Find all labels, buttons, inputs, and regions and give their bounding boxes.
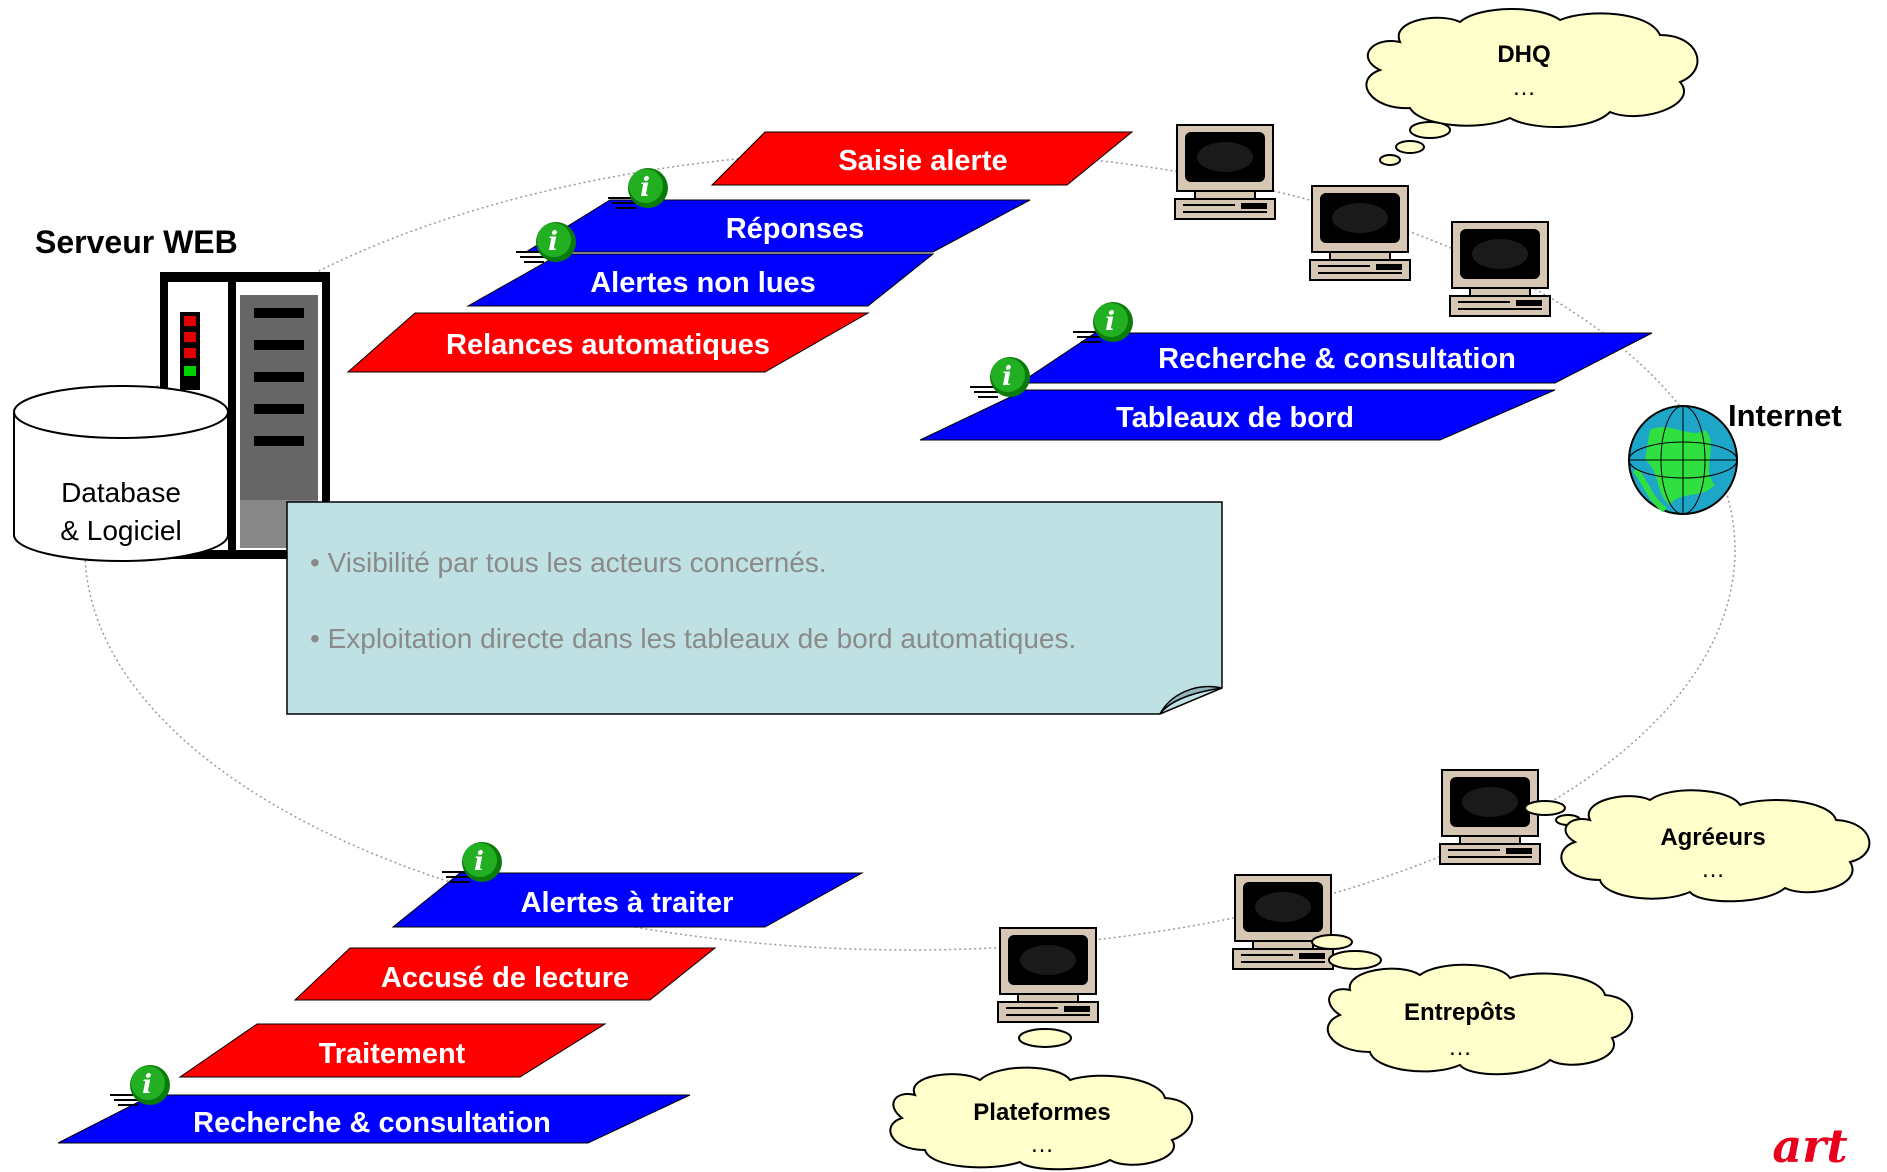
info-icon — [1072, 301, 1134, 343]
bar-alertes-non-lues — [466, 253, 935, 307]
cloud-dhq-title: DHQ — [1497, 41, 1550, 68]
cloud-entrepots-title: Entrepôts — [1404, 999, 1516, 1026]
bar-recherche-right — [1018, 332, 1653, 384]
cloud-agreeurs-dots: … — [1701, 856, 1725, 883]
info-icon — [109, 1064, 171, 1106]
server-title: Serveur WEB — [35, 224, 238, 260]
globe-icon — [1628, 405, 1738, 515]
bar-alertes-a-traiter-label: Alertes à traiter — [521, 887, 734, 919]
bar-relances-label: Relances automatiques — [446, 329, 770, 361]
bar-recherche-bottom — [57, 1094, 691, 1144]
network-ring — [84, 149, 1736, 951]
bar-tableaux-label: Tableaux de bord — [1116, 402, 1354, 434]
computer-icon — [997, 927, 1099, 1023]
bar-relances — [346, 312, 870, 373]
signature-logo: art — [1772, 1119, 1847, 1172]
cloud-plateformes-title: Plateformes — [973, 1099, 1110, 1126]
bar-saisie-alerte — [710, 131, 1134, 186]
cloud-agreeurs-title: Agréeurs — [1660, 824, 1765, 851]
cloud-agreeurs: Agréeurs … — [1524, 789, 1871, 903]
bar-accuse — [293, 947, 717, 1001]
note-box: • Visibilité par tous les acteurs concer… — [286, 501, 1223, 715]
bar-alertes-non-lues-label: Alertes non lues — [590, 267, 816, 299]
server-group: Serveur WEB Database & Logiciel — [13, 224, 330, 562]
cloud-plateformes: Plateformes … — [889, 1028, 1194, 1171]
info-icon — [607, 167, 669, 209]
cloud-dhq: DHQ … — [1365, 8, 1699, 166]
bar-traitement-label: Traitement — [319, 1038, 466, 1070]
bar-tableaux — [919, 389, 1556, 441]
bar-accuse-label: Accusé de lecture — [381, 962, 629, 994]
bar-traitement — [178, 1023, 607, 1078]
info-icon — [969, 356, 1031, 398]
info-icon — [441, 841, 503, 883]
bar-saisie-alerte-label: Saisie alerte — [838, 145, 1007, 177]
computer-icon — [1439, 769, 1541, 865]
cloud-plateformes-dots: … — [1030, 1131, 1054, 1158]
cloud-dhq-dots: … — [1512, 74, 1536, 101]
cloud-entrepots: Entrepôts … — [1311, 934, 1634, 1076]
computer-icon — [1232, 874, 1334, 970]
computer-icon — [1449, 221, 1551, 317]
internet-label: Internet — [1728, 398, 1842, 433]
bar-recherche-bottom-label: Recherche & consultation — [193, 1107, 551, 1139]
note-line-1: • Visibilité par tous les acteurs concer… — [310, 547, 827, 578]
bar-alertes-a-traiter — [391, 872, 864, 928]
bar-reponses-label: Réponses — [726, 213, 865, 245]
cloud-entrepots-dots: … — [1448, 1034, 1472, 1061]
note-line-2: • Exploitation directe dans les tableaux… — [310, 623, 1076, 654]
database-icon — [13, 385, 229, 562]
db-label-line2: & Logiciel — [60, 515, 181, 546]
computer-icon — [1174, 124, 1276, 220]
info-icon — [515, 221, 577, 263]
bar-recherche-right-label: Recherche & consultation — [1158, 343, 1516, 375]
db-label-line1: Database — [61, 477, 181, 508]
computer-icon — [1309, 185, 1411, 281]
